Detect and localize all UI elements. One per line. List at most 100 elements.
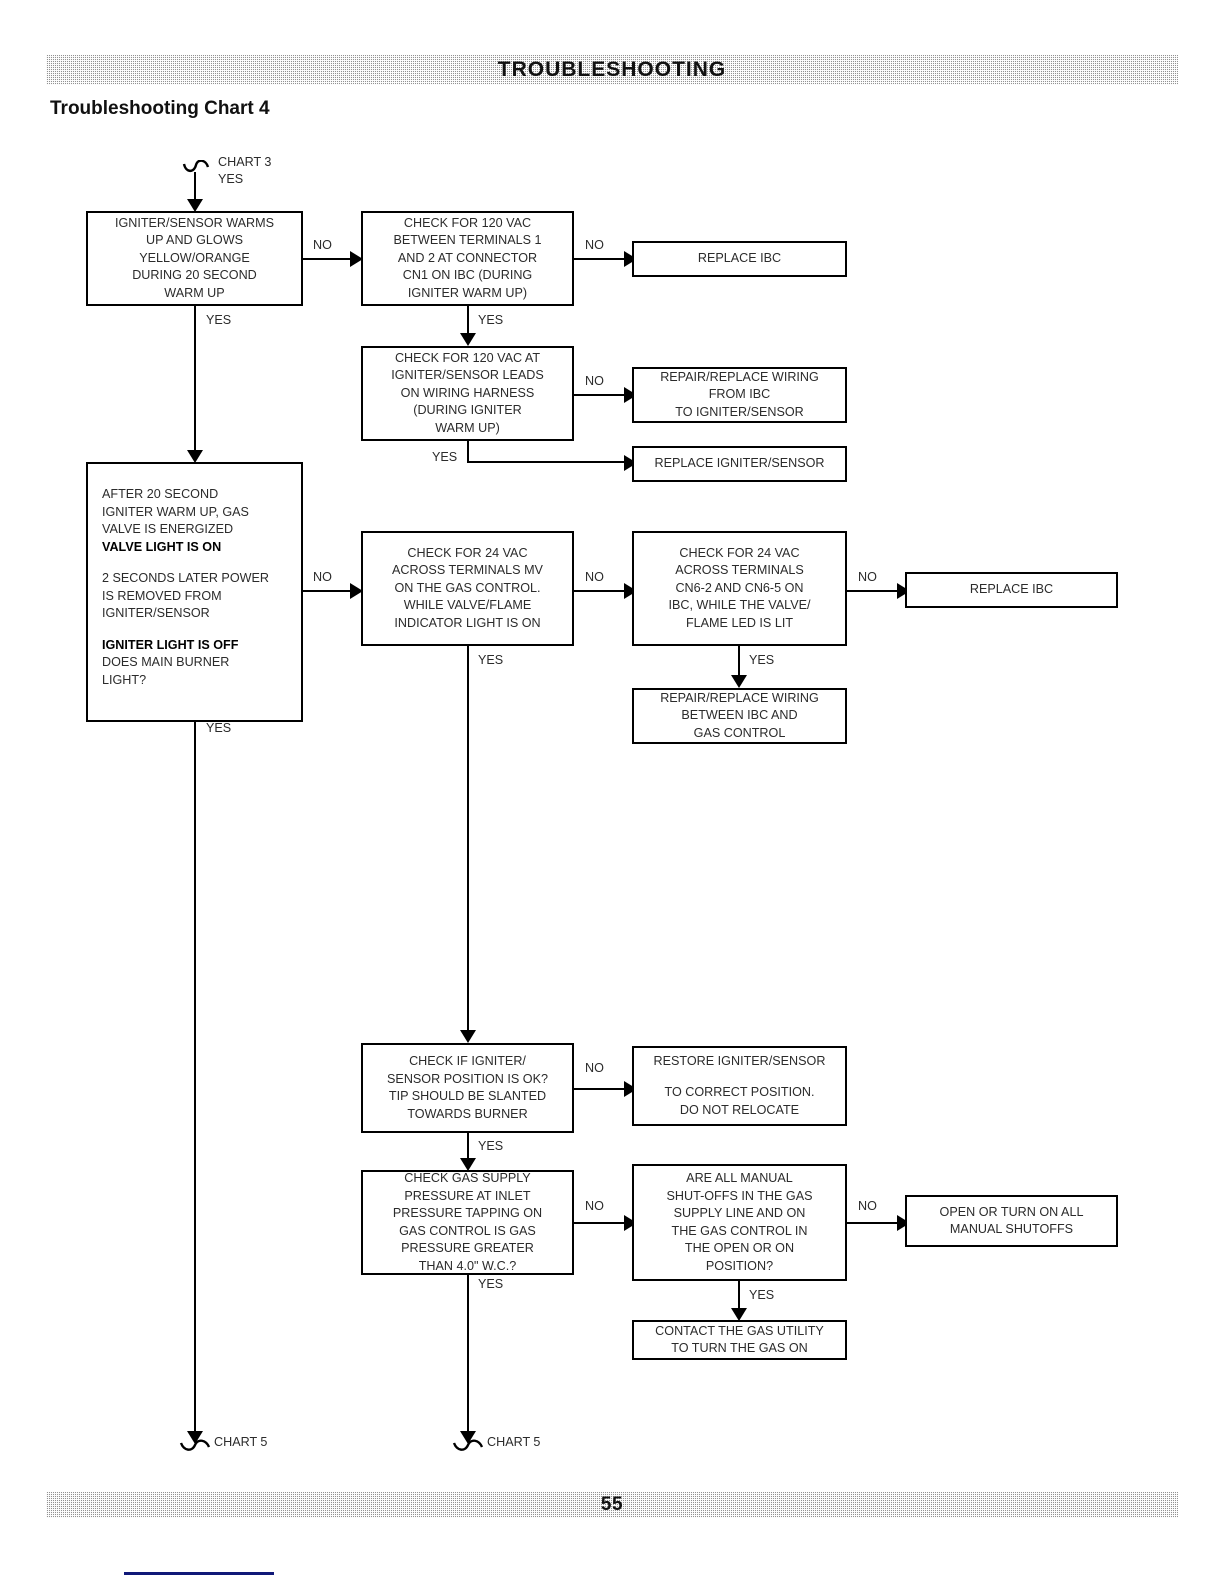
- edge-yes-8: [467, 1275, 470, 1437]
- edge-no-5: [574, 590, 626, 593]
- node-text-line: PRESSURE TAPPING ON: [392, 1206, 543, 1220]
- node-check-24-vac-mv[interactable]: CHECK FOR 24 VAC ACROSS TERMINALS MV ON …: [361, 531, 574, 646]
- node-text-line: AFTER 20 SECOND: [102, 487, 219, 501]
- node-text-line: CONTACT THE GAS UTILITY: [655, 1323, 824, 1338]
- edge-label-no-2: NO: [585, 238, 604, 252]
- edge-label-yes-left: YES: [206, 721, 232, 735]
- edge-no-2: [574, 258, 626, 261]
- node-text-line: AND 2 AT CONNECTOR: [397, 250, 538, 265]
- node-text-line: IS REMOVED FROM: [102, 588, 222, 603]
- node-text-line: BETWEEN TERMINALS 1: [393, 233, 542, 248]
- node-text-line: REPLACE IBC: [969, 582, 1054, 597]
- node-text-line: SUPPLY LINE AND ON: [673, 1206, 806, 1220]
- node-contact-gas-utility[interactable]: CONTACT THE GAS UTILITY TO TURN THE GAS …: [632, 1320, 847, 1360]
- node-text-line: TO CORRECT POSITION.: [664, 1085, 815, 1100]
- node-text-line: SHUT-OFFS IN THE GAS: [666, 1188, 813, 1203]
- edge-no-3: [574, 394, 626, 397]
- entry-yes-label: YES: [218, 172, 244, 186]
- node-text-line: OPEN OR TURN ON ALL: [939, 1204, 1084, 1219]
- edge-no-9: [847, 1222, 899, 1225]
- node-text-line: REPLACE IBC: [697, 251, 782, 266]
- node-check-24-vac-cn6[interactable]: CHECK FOR 24 VAC ACROSS TERMINALS CN6-2 …: [632, 531, 847, 646]
- edge-yes-4: [738, 646, 741, 680]
- edge-label-no-3: NO: [585, 374, 604, 388]
- edge-label-yes-3: YES: [206, 313, 232, 327]
- node-replace-ibc-2[interactable]: REPLACE IBC: [905, 572, 1118, 608]
- node-text-line: TO IGNITER/SENSOR: [675, 404, 804, 419]
- edge-label-no-7: NO: [585, 1061, 604, 1075]
- node-text-line: IGNITER/SENSOR WARMS: [114, 215, 275, 230]
- node-text-line: ACROSS TERMINALS: [675, 563, 804, 578]
- page-header-band: TROUBLESHOOTING: [46, 55, 1178, 85]
- node-text-line: CHECK GAS SUPPLY: [404, 1171, 531, 1185]
- node-text-line: ACROSS TERMINALS MV: [392, 563, 543, 578]
- node-are-all-manual-shutoffs-open[interactable]: ARE ALL MANUAL SHUT-OFFS IN THE GAS SUPP…: [632, 1164, 847, 1281]
- node-text-line: PRESSURE AT INLET: [404, 1188, 531, 1203]
- node-text-line: TOWARDS BURNER: [407, 1106, 528, 1121]
- edge-label-yes-4: YES: [749, 653, 775, 667]
- node-text-line: CHECK IF IGNITER/: [409, 1054, 526, 1068]
- node-text-line: THAN 4.0" W.C.?: [418, 1258, 517, 1273]
- node-open-or-turn-on-all-manual-shutoffs[interactable]: OPEN OR TURN ON ALL MANUAL SHUTOFFS: [905, 1195, 1118, 1247]
- edge-label-no-6: NO: [858, 570, 877, 584]
- node-text-line: (DURING IGNITER: [413, 403, 522, 418]
- node-text-line: VALVE IS ENERGIZED: [102, 522, 234, 536]
- node-check-gas-supply-pressure[interactable]: CHECK GAS SUPPLY PRESSURE AT INLET PRESS…: [361, 1170, 574, 1275]
- node-restore-igniter-sensor-position[interactable]: RESTORE IGNITER/SENSOR TO CORRECT POSITI…: [632, 1046, 847, 1126]
- node-text-line: TO TURN THE GAS ON: [671, 1341, 808, 1355]
- node-replace-igniter-sensor[interactable]: REPLACE IGNITER/SENSOR: [632, 446, 847, 482]
- edge-yes-left-exit: [194, 722, 197, 1437]
- node-text-line: UP AND GLOWS: [145, 233, 244, 248]
- node-text-line: REPLACE IGNITER/SENSOR: [654, 456, 825, 471]
- node-text-line: THE GAS CONTROL IN: [671, 1223, 808, 1238]
- node-text-line: REPAIR/REPLACE WIRING: [660, 690, 819, 705]
- node-check-120-vac-leads[interactable]: CHECK FOR 120 VAC AT IGNITER/SENSOR LEAD…: [361, 346, 574, 441]
- node-text-line: THE OPEN OR ON: [684, 1241, 795, 1255]
- bottom-rule-divider: [124, 1572, 274, 1575]
- edge-label-yes-1: YES: [478, 313, 504, 327]
- node-igniter-sensor-warms-up[interactable]: IGNITER/SENSOR WARMS UP AND GLOWS YELLOW…: [86, 211, 303, 306]
- edge-no-8: [574, 1222, 626, 1225]
- edge-no-1: [303, 258, 352, 261]
- node-after-20-second-warm-up[interactable]: AFTER 20 SECOND IGNITER WARM UP, GAS VAL…: [86, 462, 303, 722]
- node-text-line: ON WIRING HARNESS: [400, 385, 535, 400]
- node-text-line: IBC, WHILE THE VALVE/: [668, 598, 811, 613]
- node-text-line: ON THE GAS CONTROL.: [394, 580, 541, 595]
- node-text-line: DOES MAIN BURNER: [102, 655, 230, 669]
- node-text-line: CN6-2 AND CN6-5 ON: [675, 580, 804, 595]
- node-text-line: GAS CONTROL: [693, 725, 786, 740]
- node-text-line: IGNITER/SENSOR: [102, 606, 210, 620]
- node-text-line: INDICATOR LIGHT IS ON: [394, 615, 541, 630]
- exit-connector-swoosh-icon-b: [452, 1439, 484, 1451]
- node-check-igniter-sensor-position[interactable]: CHECK IF IGNITER/ SENSOR POSITION IS OK?…: [361, 1043, 574, 1133]
- edge-yes-5: [467, 646, 470, 1036]
- node-text-line: IGNITER/SENSOR LEADS: [391, 368, 544, 383]
- node-text-line: SENSOR POSITION IS OK?: [387, 1071, 548, 1086]
- header-title: TROUBLESHOOTING: [497, 58, 727, 81]
- node-repair-replace-wiring-ibc-gas-control[interactable]: REPAIR/REPLACE WIRING BETWEEN IBC AND GA…: [632, 688, 847, 744]
- node-text-line-bold: IGNITER LIGHT IS OFF: [102, 637, 239, 652]
- node-replace-ibc-1[interactable]: REPLACE IBC: [632, 241, 847, 277]
- arrowhead-icon: [731, 1308, 747, 1321]
- spacer: [654, 1070, 826, 1084]
- edge-label-yes-2: YES: [432, 450, 458, 464]
- node-text-line: PRESSURE GREATER: [401, 1241, 534, 1255]
- node-text-line: POSITION?: [705, 1258, 774, 1273]
- node-text-line: CHECK FOR 24 VAC: [407, 545, 528, 560]
- node-text-line: DURING 20 SECOND: [132, 268, 257, 283]
- edge-label-yes-7: YES: [749, 1288, 775, 1302]
- node-text-line-bold: VALVE LIGHT IS ON: [102, 539, 222, 554]
- spacer: [102, 623, 269, 637]
- node-text-line: FLAME LED IS LIT: [685, 615, 794, 630]
- node-text-line: DO NOT RELOCATE: [679, 1102, 800, 1117]
- edge-no-6: [847, 590, 899, 593]
- edge-label-no-9: NO: [858, 1199, 877, 1213]
- node-text-line: GAS CONTROL IS GAS: [399, 1223, 536, 1238]
- arrowhead-icon: [460, 333, 476, 346]
- edge-yes-7: [738, 1281, 741, 1314]
- node-check-120-vac-cn1[interactable]: CHECK FOR 120 VAC BETWEEN TERMINALS 1 AN…: [361, 211, 574, 306]
- edge-yes-1: [467, 306, 470, 338]
- node-repair-replace-wiring-from-ibc[interactable]: REPAIR/REPLACE WIRING FROM IBC TO IGNITE…: [632, 367, 847, 423]
- arrowhead-icon: [460, 1030, 476, 1043]
